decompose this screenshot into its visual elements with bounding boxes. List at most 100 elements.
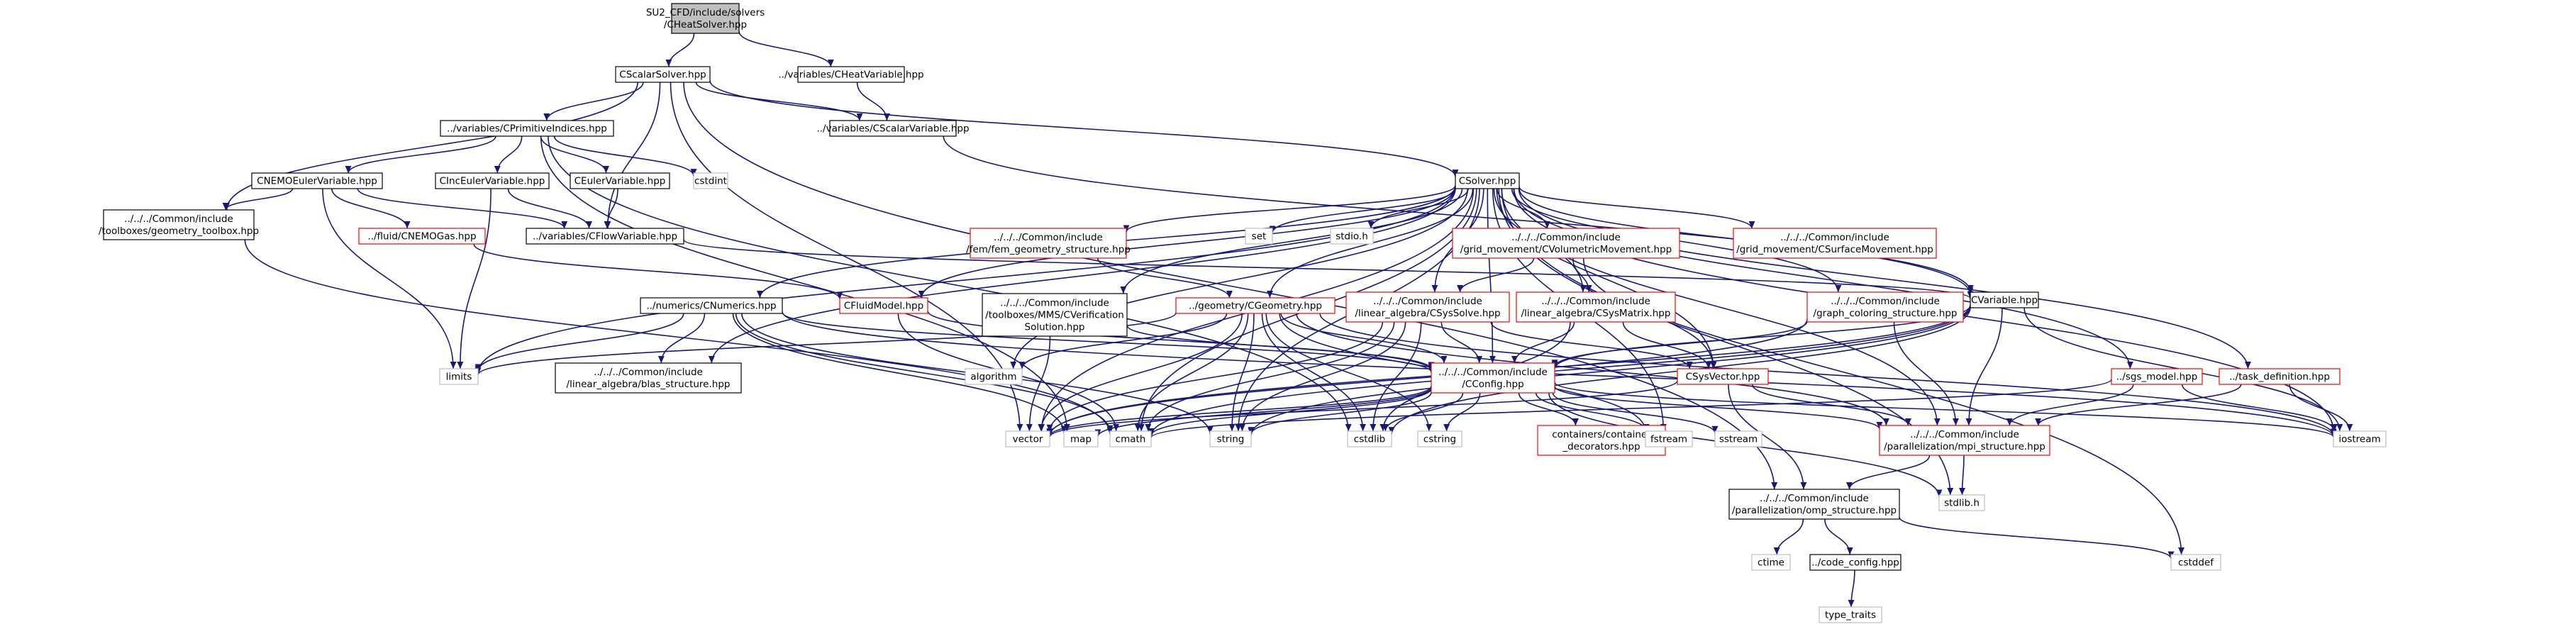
node-cverification[interactable]: ../../../Common/include/toolboxes/MMS/CV… bbox=[982, 293, 1128, 337]
node-label: /CHeatSolver.hpp bbox=[664, 19, 747, 30]
edge-csolver-to-csysvector bbox=[1496, 188, 1717, 369]
node-box bbox=[829, 120, 957, 137]
node-cprimitiveindices[interactable]: ../variables/CPrimitiveIndices.hpp bbox=[440, 120, 614, 137]
node-cscalarsolver[interactable]: CScalarSolver.hpp bbox=[615, 66, 711, 83]
node-container-decorators[interactable]: containers/container_decorators.hpp bbox=[1537, 425, 1666, 456]
edge-cprimitiveindices-to-ceulervariable bbox=[540, 135, 609, 174]
node-code-config[interactable]: ../code_config.hpp bbox=[1809, 554, 1902, 571]
node-csurfacemovement[interactable]: ../../../Common/include/grid_movement/CS… bbox=[1733, 228, 1937, 259]
node-blas-structure[interactable]: ../../../Common/include/linear_algebra/b… bbox=[555, 362, 742, 394]
node-csolver[interactable]: CSolver.hpp bbox=[1455, 172, 1520, 189]
node-label: ../fluid/CNEMOGas.hpp bbox=[367, 231, 476, 243]
node-cvolumetricmovement[interactable]: ../../../Common/include/grid_movement/CV… bbox=[1452, 228, 1680, 259]
node-label: SU2_CFD/include/solvers bbox=[646, 7, 765, 18]
node-label: ../../../Common/include bbox=[1910, 429, 2019, 440]
node-stdio: stdio.h bbox=[1330, 228, 1374, 245]
node-box bbox=[1516, 291, 1676, 323]
node-mpi-structure[interactable]: ../../../Common/include/parallelization/… bbox=[1879, 425, 2050, 456]
node-box bbox=[671, 3, 740, 34]
node-limits: limits bbox=[439, 368, 479, 385]
edge-cvariable-to-cmath bbox=[1148, 305, 1971, 436]
node-box bbox=[1970, 291, 2039, 308]
node-cgeometry[interactable]: ../geometry/CGeometry.hpp bbox=[1175, 297, 1336, 314]
node-cinceulervariable[interactable]: CIncEulerVariable.hpp bbox=[435, 172, 550, 189]
edge-cscalarsolver-to-geometry_toolbox bbox=[223, 82, 638, 211]
node-cfluidmodel[interactable]: CFluidModel.hpp bbox=[839, 297, 928, 314]
node-cconfig[interactable]: ../../../Common/include/CConfig.hpp bbox=[1431, 362, 1555, 394]
node-label: set bbox=[1252, 231, 1267, 243]
edge-cgeometry-to-limits bbox=[474, 312, 1177, 375]
node-cmath: cmath bbox=[1109, 430, 1152, 447]
node-csysmatrix[interactable]: ../../../Common/include/linear_algebra/C… bbox=[1516, 291, 1676, 323]
edge-csysmatrix-to-cconfig bbox=[1511, 321, 1575, 364]
node-sgs-model[interactable]: ../sgs_model.hpp bbox=[2111, 368, 2203, 385]
node-label: CVariable.hpp bbox=[1971, 295, 2038, 306]
node-graph-coloring[interactable]: ../../../Common/include/graph_coloring_s… bbox=[1806, 291, 1964, 323]
node-cnemoeulervariable[interactable]: CNEMOEulerVariable.hpp bbox=[251, 172, 383, 189]
node-box bbox=[2219, 368, 2341, 385]
node-cstdint: cstdint bbox=[693, 172, 728, 189]
node-geometry-toolbox[interactable]: ../../../Common/include/toolboxes/geomet… bbox=[99, 209, 259, 240]
edge-cheatvariable-to-cscalarvariable bbox=[856, 82, 890, 121]
node-label: /parallelization/omp_structure.hpp bbox=[1732, 505, 1897, 516]
node-label: ../../../Common/include bbox=[1511, 232, 1621, 243]
edge-graph_coloring-to-mpi_structure bbox=[1893, 321, 1959, 426]
edge-cfluidmodel-to-cconfig bbox=[927, 311, 1435, 371]
node-label: ../variables/CHeatVariable.hpp bbox=[778, 69, 923, 81]
node-label: ../sgs_model.hpp bbox=[2116, 372, 2198, 383]
node-box bbox=[1209, 430, 1252, 447]
edge-cscalarsolver-to-csolver bbox=[709, 80, 1459, 177]
node-label: vector bbox=[1013, 434, 1043, 445]
node-box bbox=[1809, 554, 1902, 571]
edge-csolver-to-task_definition bbox=[1518, 188, 2251, 369]
edge-cconfig-to-vector bbox=[1046, 386, 1432, 437]
node-fem-geometry[interactable]: ../../../Common/include/fem/fem_geometry… bbox=[966, 228, 1131, 259]
node-cnemogas[interactable]: ../fluid/CNEMOGas.hpp bbox=[358, 228, 486, 245]
edge-cverification-to-vector bbox=[1026, 335, 1051, 432]
edge-csyssolve-to-cconfig bbox=[1440, 321, 1483, 364]
node-cnumerics[interactable]: ../numerics/CNumerics.hpp bbox=[640, 297, 783, 314]
node-box bbox=[1879, 425, 2050, 456]
node-box bbox=[982, 293, 1128, 337]
node-label: ../../../Common/include bbox=[1000, 298, 1109, 309]
edge-csolver-to-sgs_model bbox=[1513, 188, 2133, 369]
node-label: ../../../Common/include bbox=[124, 213, 233, 225]
edge-csyssolve-to-cmath bbox=[1145, 321, 1395, 432]
node-omp-structure[interactable]: ../../../Common/include/parallelization/… bbox=[1728, 489, 1900, 520]
node-ceulervariable[interactable]: CEulerVariable.hpp bbox=[570, 172, 670, 189]
edge-csysvector-to-omp_structure bbox=[1728, 384, 1807, 490]
edge-cconfig-to-iostream bbox=[1554, 382, 2337, 438]
node-cflowvariable[interactable]: ../variables/CFlowVariable.hpp bbox=[526, 228, 684, 245]
edge-csolver-to-blas_structure bbox=[708, 188, 1456, 364]
edge-cvolumetricmovement-to-csyssolve bbox=[1457, 257, 1535, 293]
edge-omp_structure-to-cstddef bbox=[1899, 516, 2175, 559]
node-cvariable[interactable]: CVariable.hpp bbox=[1970, 291, 2039, 308]
edge-sgs_model-to-iostream bbox=[2181, 384, 2338, 432]
node-label: ctime bbox=[1758, 557, 1784, 569]
edge-cgeometry-to-cstring bbox=[1265, 313, 1433, 432]
node-box bbox=[965, 368, 1023, 385]
edge-csysvector-to-mpi_structure bbox=[1751, 384, 1911, 426]
node-box bbox=[1245, 228, 1273, 245]
edge-cscalarsolver-to-omp_structure bbox=[683, 82, 1778, 490]
node-box bbox=[1733, 228, 1937, 259]
edge-cconfig-to-map bbox=[1094, 386, 1432, 437]
node-root[interactable]: SU2_CFD/include/solvers/CHeatSolver.hpp bbox=[646, 3, 765, 34]
node-box bbox=[2170, 554, 2221, 571]
node-vector: vector bbox=[1005, 430, 1050, 447]
node-task-definition[interactable]: ../task_definition.hpp bbox=[2219, 368, 2341, 385]
node-label: CScalarSolver.hpp bbox=[619, 69, 706, 81]
node-csysvector[interactable]: CSysVector.hpp bbox=[1677, 368, 1769, 385]
edge-cprimitiveindices-to-map bbox=[540, 135, 1070, 432]
node-cscalarvariable[interactable]: ../variables/CScalarVariable.hpp bbox=[816, 120, 970, 137]
edge-cscalarsolver-to-cprimitiveindices bbox=[543, 82, 644, 121]
edge-csysmatrix-to-csysvector bbox=[1622, 321, 1712, 369]
node-label: /fem/fem_geometry_structure.hpp bbox=[966, 244, 1131, 255]
node-box bbox=[555, 362, 742, 394]
node-csyssolve[interactable]: ../../../Common/include/linear_algebra/C… bbox=[1345, 291, 1510, 323]
edge-cprimitiveindices-to-cstdlib bbox=[548, 135, 1352, 432]
node-cheatvariable[interactable]: ../variables/CHeatVariable.hpp bbox=[778, 66, 924, 83]
edge-cgeometry-to-vector bbox=[1038, 313, 1243, 432]
edge-omp_structure-to-code_config bbox=[1824, 518, 1853, 555]
node-label: CSysVector.hpp bbox=[1686, 372, 1760, 383]
